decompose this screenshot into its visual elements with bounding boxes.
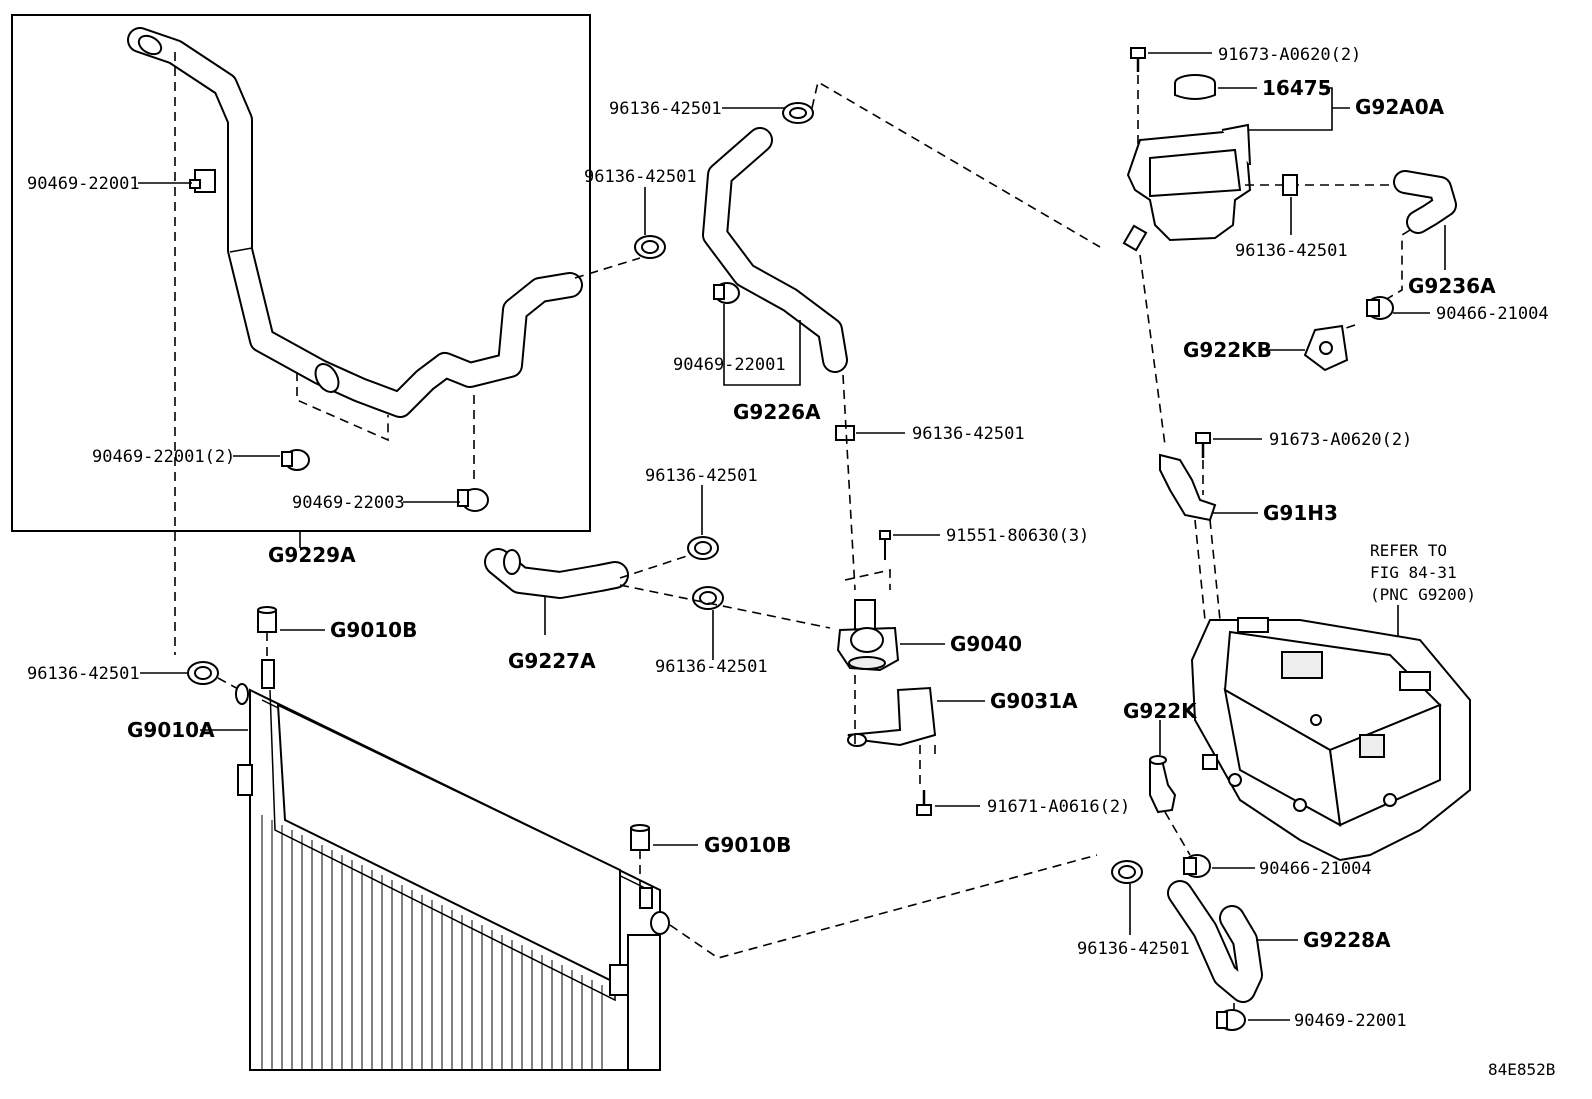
clip-96136-42501-c[interactable] — [835, 425, 855, 441]
label-g92a0a: G92A0A — [1355, 95, 1445, 119]
label-96136-42501-g: 96136-42501 — [1235, 241, 1348, 261]
bracket-g91h3[interactable] — [1159, 453, 1217, 522]
label-90469-22001-2: 90469-22001(2) — [92, 447, 235, 467]
label-g9228a: G9228A — [1303, 928, 1391, 952]
label-96136-42501-b: 96136-42501 — [584, 167, 697, 187]
clamp-96136-42501-h[interactable] — [1111, 860, 1143, 884]
clamp-96136-42501-f[interactable] — [187, 661, 219, 685]
clip-90466-21004-b[interactable] — [1183, 854, 1211, 878]
grommet-g922kb[interactable] — [1303, 324, 1349, 372]
clamp-96136-42501-d[interactable] — [687, 536, 719, 560]
label-91671-a0616-2: 91671-A0616(2) — [987, 797, 1130, 817]
elbow-g922k[interactable] — [1149, 755, 1177, 814]
diagram-code: 84E852B — [1488, 1060, 1555, 1079]
refer-note-line3: (PNC G9200) — [1370, 585, 1476, 604]
refer-note-line1: REFER TO — [1370, 541, 1447, 560]
clip-90469-22001-a[interactable] — [189, 169, 216, 193]
radiator-fins — [261, 815, 603, 1070]
label-g9227a: G9227A — [508, 649, 596, 673]
hose-g9229a[interactable] — [127, 27, 583, 418]
label-g9010b-b: G9010B — [704, 833, 791, 857]
clamp-96136-42501-b[interactable] — [634, 235, 666, 259]
label-g9010b-a: G9010B — [330, 618, 417, 642]
label-g9236a: G9236A — [1408, 274, 1496, 298]
label-g922k: G922K — [1123, 699, 1198, 723]
radiator-outlet-pipe — [639, 887, 670, 935]
label-96136-42501-f: 96136-42501 — [27, 664, 140, 684]
hose-g9226a[interactable] — [702, 127, 848, 373]
label-g91h3: G91H3 — [1263, 501, 1338, 525]
pump-g9040[interactable] — [836, 599, 900, 672]
reservoir-g92a0a[interactable] — [1122, 123, 1252, 252]
inverter-assembly[interactable] — [1190, 617, 1471, 862]
cap-g9010b-a[interactable] — [257, 606, 277, 633]
clip-90466-21004-a[interactable] — [1366, 296, 1394, 320]
label-96136-42501-d: 96136-42501 — [645, 466, 758, 486]
hose-g9227a[interactable] — [484, 548, 629, 599]
label-g9229a: G9229A — [268, 543, 356, 567]
cap-g9010b-b[interactable] — [630, 824, 650, 851]
label-90466-21004-b: 90466-21004 — [1259, 859, 1372, 879]
clamp-96136-42501-e[interactable] — [692, 586, 724, 610]
hose-g9236a[interactable] — [1393, 170, 1457, 234]
label-90469-22001-a: 90469-22001 — [27, 174, 140, 194]
hose-g9228a[interactable] — [1167, 880, 1263, 1003]
bracket-g9031a[interactable] — [847, 686, 937, 747]
bolt-91671-a0616[interactable] — [916, 790, 932, 816]
clamp-96136-42501-a[interactable] — [782, 102, 814, 124]
label-96136-42501-h: 96136-42501 — [1077, 939, 1190, 959]
bolt-91673-a0620-a[interactable] — [1130, 47, 1146, 72]
clip-96136-42501-g[interactable] — [1282, 174, 1298, 196]
label-90469-22003: 90469-22003 — [292, 493, 405, 513]
label-96136-42501-e: 96136-42501 — [655, 657, 768, 677]
label-90469-22001-c: 90469-22001 — [1294, 1011, 1407, 1031]
refer-note-line2: FIG 84-31 — [1370, 563, 1457, 582]
clip-90469-22003[interactable] — [457, 488, 489, 512]
label-g922kb: G922KB — [1183, 338, 1272, 362]
bolt-91673-a0620-b[interactable] — [1195, 432, 1211, 458]
clip-90469-22001-2[interactable] — [281, 449, 310, 471]
label-90466-21004-a: 90466-21004 — [1436, 304, 1549, 324]
bolt-91551-80630[interactable] — [879, 530, 891, 560]
clip-90469-22001-c[interactable] — [1216, 1009, 1246, 1031]
clip-90469-22001-b[interactable] — [713, 282, 740, 304]
cap-16475[interactable] — [1174, 74, 1216, 100]
label-96136-42501-a: 96136-42501 — [609, 99, 722, 119]
label-91551-80630-3: 91551-80630(3) — [946, 526, 1089, 546]
label-96136-42501-c: 96136-42501 — [912, 424, 1025, 444]
label-16475: 16475 — [1262, 76, 1332, 100]
label-g9031a: G9031A — [990, 689, 1078, 713]
label-90469-22001-b: 90469-22001 — [673, 355, 786, 375]
label-g9010a: G9010A — [127, 718, 215, 742]
radiator-g9010a[interactable] — [235, 659, 661, 1071]
label-g9040: G9040 — [950, 632, 1022, 656]
label-91673-a0620-2a: 91673-A0620(2) — [1218, 45, 1361, 65]
label-91673-a0620-2b: 91673-A0620(2) — [1269, 430, 1412, 450]
label-g9226a: G9226A — [733, 400, 821, 424]
